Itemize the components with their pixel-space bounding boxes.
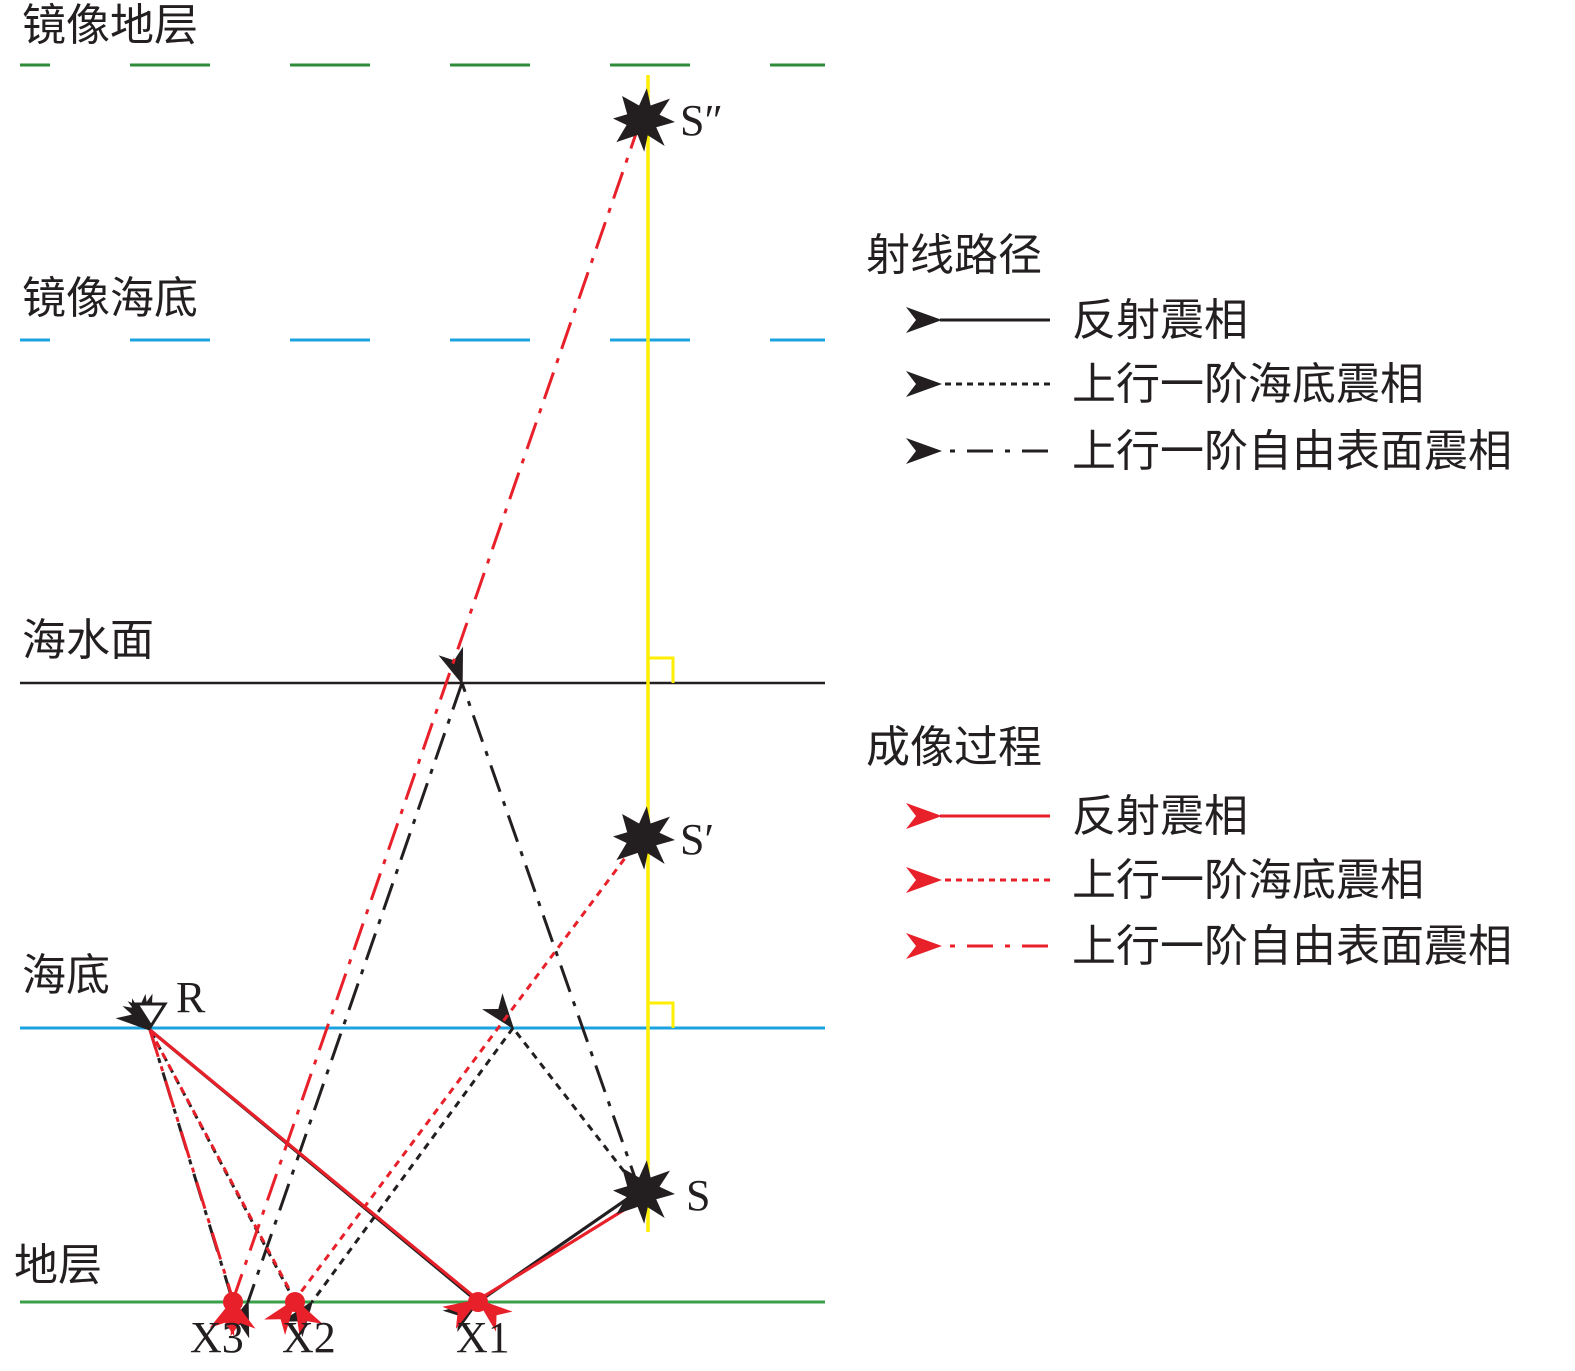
label-sea-surface: 海水面 [22,615,154,666]
legend-ray-item-seafloor: 上行一阶海底震相 [1072,359,1424,410]
right-angle-mark-seafloor [648,1001,675,1028]
imaging-free-s2-x3 [209,121,642,1337]
imaging-reflection-r-x1 [148,1028,513,1332]
right-angle-mark-surface [648,656,675,683]
mirror-source-1-star-icon [613,806,675,870]
legend-imaging-title: 成像过程 [866,722,1042,773]
imaging-seafloor-r-x2 [148,1029,323,1337]
imaging-point-x1 [468,1292,488,1312]
label-source: S [686,1171,710,1220]
legend-ray-item-free-surface: 上行一阶自由表面震相 [1072,426,1512,477]
mirror-source-2-star-icon [613,88,675,152]
imaging-reflection-s-x1 [442,1198,641,1329]
label-x1: X1 [456,1313,510,1362]
ray-free-s-surface [438,646,642,1193]
label-mirror-seafloor: 镜像海底 [22,273,198,324]
label-source-mirror-2: S″ [680,96,723,145]
legend-imaging-item-free-surface: 上行一阶自由表面震相 [1072,921,1512,972]
legend-ray-item-reflection: 反射震相 [1072,295,1248,346]
legend-ray-title: 射线路径 [866,230,1042,281]
label-x3: X3 [190,1313,244,1362]
label-receiver: R [176,973,206,1022]
ray-free-surface-x3 [224,682,464,1339]
legend-imaging-item-reflection: 反射震相 [1072,791,1248,842]
imaging-point-x2 [285,1292,305,1312]
label-source-mirror-1: S′ [680,815,714,864]
label-strata: 地层 [14,1240,102,1291]
imaging-seafloor-s1-x2 [264,837,642,1336]
label-x2: X2 [282,1313,336,1362]
legend-imaging: 成像过程 反射震相 上行一阶海底震相 上行一阶自由表面震相 [866,722,1512,972]
legend-imaging-item-seafloor: 上行一阶海底震相 [1072,855,1424,906]
receiver-triangle-icon [134,1002,168,1029]
imaging-free-r-x3 [148,1029,256,1337]
ray-free-x3-r [127,993,235,1303]
ray-seafloor-bounce-x2 [281,1027,515,1338]
ray-seafloor-s-bounce [481,993,642,1193]
imaging-point-x3 [223,1292,243,1312]
label-mirror-strata: 镜像地层 [22,0,198,51]
source-star-icon [613,1160,675,1224]
label-seafloor: 海底 [22,950,110,1001]
legend-ray-path: 射线路径 反射震相 上行一阶海底震相 上行一阶自由表面震相 [866,230,1512,477]
